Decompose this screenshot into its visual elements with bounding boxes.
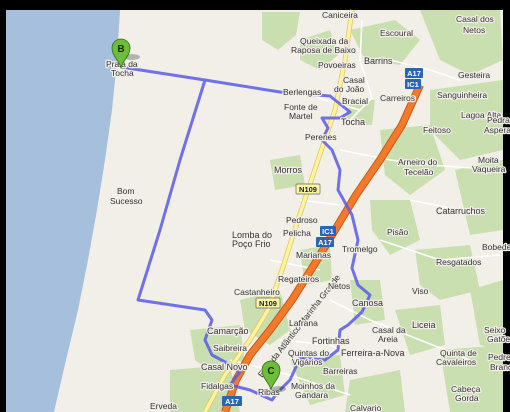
place-label: Berlengas — [283, 87, 321, 97]
shield-a17-south: A17 — [225, 397, 239, 406]
road-shields: A17 IC1 N109 IC1 A17 N109 A17 — [222, 68, 423, 406]
place-label: Gesteira — [458, 70, 490, 80]
shield-n109-north: N109 — [299, 185, 317, 194]
place-label: Regateiros — [278, 274, 319, 284]
place-label: Vaqueira — [472, 164, 506, 174]
place-label: Viso — [412, 286, 429, 296]
marker-b[interactable]: B — [111, 38, 140, 69]
place-label: Escoural — [380, 28, 413, 38]
place-label: Lomba do — [232, 230, 272, 240]
place-label: Asperas — [484, 125, 510, 135]
place-label: Poço Frio — [232, 239, 271, 249]
place-label: Raposa de Baixo — [291, 45, 356, 55]
place-label: Pedra — [487, 115, 510, 125]
place-label: Casal da — [372, 325, 406, 335]
place-label: Resgatados — [436, 257, 481, 267]
place-label: Carreiros — [380, 93, 415, 103]
place-label: Pedroso — [286, 215, 318, 225]
place-label: Gatõe — [487, 334, 510, 344]
place-label: Tecelão — [404, 167, 434, 177]
place-label: Canosa — [352, 298, 383, 308]
place-label: Fidalgas — [201, 381, 233, 391]
place-label: Liceia — [412, 320, 436, 330]
place-label: do João — [334, 84, 365, 94]
motorway-a17-fill — [222, 83, 423, 412]
place-label: Tocha — [341, 117, 365, 127]
place-label: Catarruchos — [436, 206, 486, 216]
place-label: Morros — [274, 165, 303, 175]
place-label: Marianas — [296, 250, 331, 260]
place-label: Tromelgo — [342, 244, 378, 254]
place-label: Perenes — [305, 132, 337, 142]
place-labels: Caniceira Casal dos Netos Queixada da Ra… — [105, 9, 510, 412]
place-label: Calvario — [350, 403, 381, 412]
place-label: Castanheiro — [234, 287, 280, 297]
shield-a17-mid: A17 — [318, 238, 332, 247]
route-line — [119, 65, 372, 402]
place-label: Gandara — [295, 390, 328, 400]
place-label: Sanguinheira — [437, 90, 487, 100]
shield-a17-north: A17 — [407, 69, 421, 78]
place-label: Povoeiras — [318, 60, 356, 70]
place-label: Caniceira — [322, 10, 358, 20]
marker-c[interactable]: C — [261, 360, 286, 392]
place-label: Barreiras — [323, 366, 357, 376]
national-road-n109-fill — [203, 9, 354, 412]
place-label: Casal — [343, 75, 365, 85]
marker-c-letter: C — [267, 366, 274, 377]
place-label: Queixada da — [300, 36, 348, 46]
marker-c-shadow — [272, 386, 286, 392]
place-label: Bobede — [482, 242, 510, 252]
marker-b-letter: B — [117, 44, 124, 55]
place-label: Sucesso — [110, 196, 143, 206]
sea-area — [6, 10, 120, 412]
marker-b-pin — [111, 38, 131, 69]
place-label: Netos — [328, 281, 350, 291]
place-label: Erveda — [150, 401, 177, 411]
place-label: Gorda — [455, 393, 479, 403]
place-label: Casal dos — [456, 14, 494, 24]
place-label: Netos — [463, 25, 485, 35]
place-label: Camarção — [207, 326, 249, 336]
place-label: Feitoso — [423, 125, 451, 135]
shield-ic1-mid: IC1 — [322, 227, 334, 236]
place-label: Lagoa Alta — [461, 110, 501, 120]
place-label: Cabeça — [451, 384, 481, 394]
place-label: Saibreira — [213, 343, 247, 353]
place-label: Pelicha — [283, 228, 311, 238]
place-label: Martel — [289, 111, 313, 121]
place-label: Casal Novo — [201, 362, 248, 372]
shield-ic1-north: IC1 — [407, 80, 419, 89]
place-label: Barrins — [364, 56, 393, 66]
place-label: Vigários — [292, 357, 323, 367]
place-label: Ribas — [258, 387, 280, 397]
marker-c-pin — [261, 360, 281, 391]
place-label: Fortinhas — [312, 336, 350, 346]
place-label: Areia — [378, 334, 398, 344]
place-label: Pisão — [387, 227, 409, 237]
place-label: Seixo — [484, 325, 506, 335]
place-label: Bom — [117, 186, 134, 196]
shield-n109-south: N109 — [259, 299, 277, 308]
place-label: Ferreira-a-Nova — [341, 348, 405, 358]
place-label: Moita — [478, 155, 499, 165]
place-label: Arneiro do — [398, 157, 437, 167]
place-label: Branc — [490, 362, 510, 372]
place-label: Quintas do — [288, 348, 329, 358]
place-label: Cavaleiros — [436, 357, 476, 367]
minor-roads — [229, 19, 501, 396]
place-label: Bracial — [342, 96, 368, 106]
place-label: Lafrana — [289, 318, 318, 328]
place-label: Pedre — [488, 352, 510, 362]
place-label: Fonte de — [284, 102, 318, 112]
place-label: Quinta de — [440, 348, 477, 358]
place-label: Tocha — [111, 68, 134, 78]
place-label: Moinhos da — [291, 381, 335, 391]
